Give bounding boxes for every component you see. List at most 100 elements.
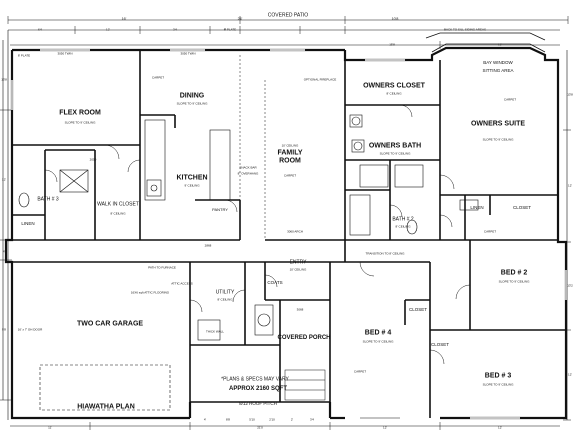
interior-walls: [12, 50, 566, 418]
back-to-sill-note: BACK TO SILL SIDING AREAS: [444, 27, 486, 32]
dim-top-total: 24': [237, 17, 243, 22]
kitchen-counter: [144, 119, 166, 201]
thick-wall-note: THICK WALL: [206, 329, 224, 334]
owners-suite-name: OWNERS SUITE: [470, 120, 526, 128]
covered-patio-label: COVERED PATIO: [267, 12, 309, 19]
dim-top-seg: 15'8: [389, 42, 395, 47]
linen-shelf: [459, 199, 479, 211]
bed2-ceiling: SLOPE TO 9' CEILING: [498, 279, 530, 284]
carpet-note-bed2: CARPET: [483, 229, 497, 234]
pantry-name: PANTRY: [212, 207, 228, 212]
carpet-note-bed4: CARPET: [353, 369, 367, 374]
bed4-name: BED # 4: [364, 329, 392, 337]
bath2-ceiling: 8' CEILING: [395, 224, 411, 229]
dim-right-seg: 13'2: [567, 283, 573, 288]
dimension-lines: [0, 16, 571, 430]
overhang-note: 8" OVERHANG: [237, 171, 259, 176]
bath2-toilet: [406, 219, 418, 235]
walk-in-closet-ceiling: 8' CEILING: [110, 211, 126, 216]
bed4-ceiling: SLOPE TO 9' CEILING: [362, 339, 394, 344]
dim-left-seg: 9'8: [2, 327, 6, 332]
dim-left-seg: 12': [2, 177, 6, 182]
utility-ceiling: 8' CEILING: [217, 297, 233, 302]
bay-window-outline: [425, 32, 546, 53]
covered-porch-name: COVERED PORCH: [277, 335, 331, 341]
closet-bed3-name: CLOSET: [430, 341, 450, 347]
window-3050-label: 3050 TWIN: [57, 51, 73, 56]
exterior-walls: [4, 46, 568, 420]
plans-vary-note: *PLANS & SPECS MAY VARY: [221, 376, 289, 383]
bath2-name: BATH # 2: [392, 216, 414, 223]
roof-pitch-note: 8/12 ROOF PITCH: [239, 400, 277, 406]
bay-window-label: BAY WINDOW: [483, 59, 513, 65]
dim-bottom-mid: 5'10: [249, 417, 255, 422]
dim-bottom-mid: 2'10: [269, 417, 275, 422]
linen-left-name: LINEN: [21, 220, 35, 226]
owners-closet-ceiling: 8' CEILING: [386, 91, 402, 96]
window-2050-label: 2050: [89, 157, 97, 162]
transition-ceiling-note: TRANSITION TO 8' CEILING: [365, 251, 405, 256]
owners-closet-name: OWNERS CLOSET: [363, 82, 425, 90]
dim-top-seg: 3'4: [173, 27, 177, 32]
dim-top-right: 10'8: [391, 17, 399, 22]
coats-name: COATS: [267, 279, 283, 285]
dining-ceiling: SLOPE TO 9' CEILING: [176, 101, 208, 106]
dim-left-seg: 13'8: [1, 77, 7, 82]
closet-bed4-name: CLOSET: [408, 306, 428, 312]
path-furnace-note: PATH TO FURNACE: [148, 265, 176, 270]
entry-ceiling: 10' CEILING: [289, 267, 307, 272]
closet-right-name: CLOSET: [512, 204, 532, 210]
washer-dryer: [197, 319, 221, 341]
sink-a: [349, 114, 363, 128]
bath3-name: BATH # 3: [37, 196, 59, 203]
door-2868-label: 2868: [204, 243, 212, 248]
door-3068-label: 3068: [296, 307, 304, 312]
fireplace-note: OPTIONAL FIREPLACE: [303, 77, 337, 82]
dim-bottom-mid: 8'8: [226, 417, 230, 422]
owners-bath-ceiling: SLOPE TO 9' CEILING: [379, 151, 411, 156]
dim-right-seg: 12': [568, 183, 572, 188]
bed3-ceiling: SLOPE TO 9' CEILING: [482, 382, 514, 387]
porch-steps: [284, 369, 326, 401]
water-heater: [254, 304, 274, 336]
walk-in-closet-name: WALK IN CLOSET: [97, 201, 139, 208]
carpet-note-suite: CARPET: [503, 97, 517, 102]
shower: [59, 169, 89, 193]
dim-top-seg: 12': [498, 42, 502, 47]
dim-bottom-mid: 2': [290, 417, 294, 422]
kitchen-name: KITCHEN: [176, 174, 208, 182]
range: [146, 179, 162, 197]
sink-b: [351, 139, 365, 153]
dim-bottom-mid: 3'4: [310, 417, 314, 422]
sqft-note: APPROX 2160 SQFT: [228, 386, 288, 392]
dim-bottom-seg: 12': [498, 425, 502, 430]
dim-right-seg: 12': [568, 372, 572, 377]
plate-note-top: 9' PLATE: [223, 27, 237, 32]
dim-right-seg: 13'8: [567, 92, 573, 97]
garage-name: TWO CAR GARAGE: [76, 320, 144, 328]
kitchen-island: [209, 129, 231, 201]
garage-door-outline: [39, 364, 171, 411]
flex-room-name: FLEX ROOM: [59, 109, 101, 117]
owners-tub: [359, 164, 389, 188]
dim-top-seg: 6'4: [38, 27, 42, 32]
dim-bottom-mid: 4': [203, 417, 207, 422]
dim-top-seg: 4': [223, 27, 227, 32]
kitchen-ceiling: 9' CEILING: [184, 183, 200, 188]
dim-left-seg: 4': [2, 249, 6, 254]
linen-right-name: LINEN: [470, 204, 484, 210]
bath3-toilet: [18, 192, 30, 208]
plate-note: 8' PLATE: [17, 53, 31, 58]
dashed-guides: [239, 55, 266, 240]
owners-suite-ceiling: SLOPE TO 9' CEILING: [482, 137, 514, 142]
owners-shower: [394, 164, 424, 188]
plan-name-title: HIAWATHA PLAN: [77, 403, 135, 411]
bed3-name: BED # 3: [484, 372, 512, 380]
utility-name: UTILITY: [215, 289, 235, 296]
flex-room-ceiling: SLOPE TO 9' CEILING: [64, 120, 96, 125]
attic-access-note: ATTIC ACCESS: [171, 281, 193, 286]
owners-bath-name: OWNERS BATH: [368, 142, 422, 150]
